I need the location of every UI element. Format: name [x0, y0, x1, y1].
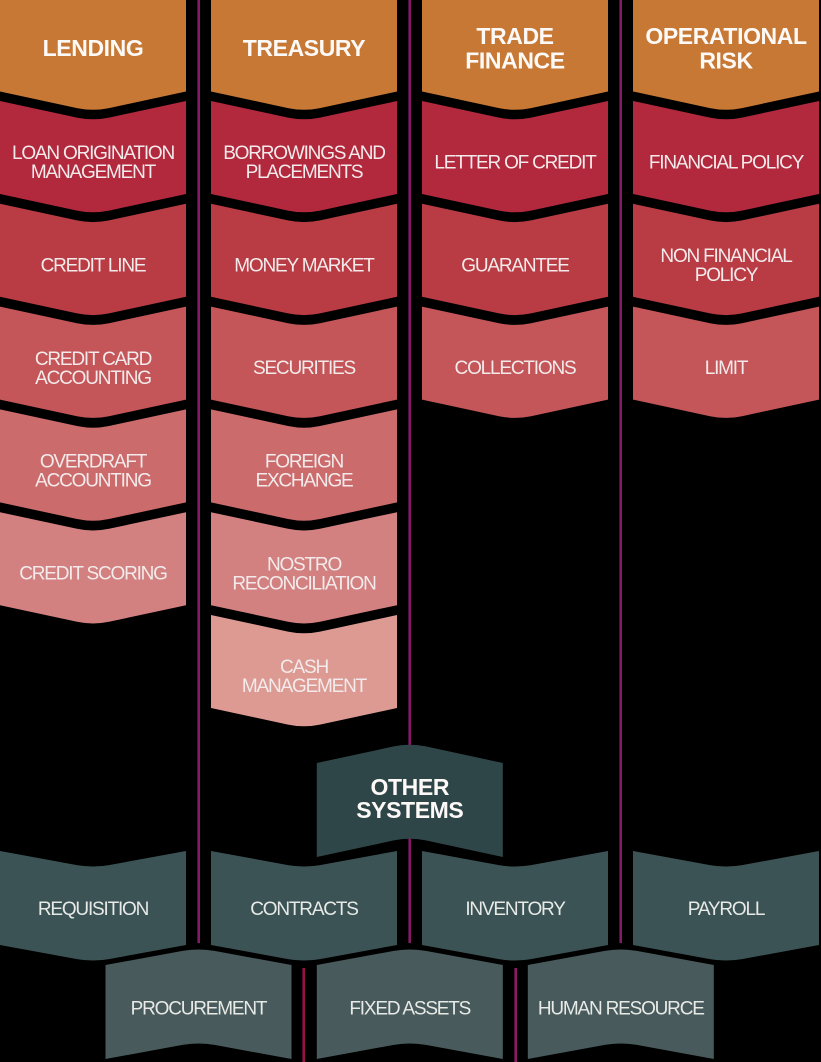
- svg-text:SECURITIES: SECURITIES: [253, 358, 356, 379]
- svg-text:PLACEMENTS: PLACEMENTS: [246, 162, 363, 183]
- svg-text:FINANCIAL POLICY: FINANCIAL POLICY: [649, 153, 805, 174]
- svg-text:FOREIGN: FOREIGN: [265, 452, 344, 473]
- svg-text:ACCOUNTING: ACCOUNTING: [35, 368, 151, 389]
- svg-text:MONEY MARKET: MONEY MARKET: [234, 255, 375, 276]
- svg-text:HUMAN RESOURCE: HUMAN RESOURCE: [538, 999, 704, 1020]
- svg-text:FIXED ASSETS: FIXED ASSETS: [349, 999, 470, 1020]
- svg-text:NOSTRO: NOSTRO: [267, 554, 342, 575]
- svg-text:CREDIT SCORING: CREDIT SCORING: [19, 564, 167, 585]
- svg-text:POLICY: POLICY: [695, 265, 759, 286]
- svg-text:GUARANTEE: GUARANTEE: [461, 255, 569, 276]
- svg-text:LIMIT: LIMIT: [705, 358, 749, 379]
- svg-text:MANAGEMENT: MANAGEMENT: [31, 162, 157, 183]
- svg-text:ACCOUNTING: ACCOUNTING: [35, 471, 151, 492]
- svg-text:INVENTORY: INVENTORY: [465, 899, 566, 920]
- svg-text:MANAGEMENT: MANAGEMENT: [242, 676, 368, 697]
- svg-text:PROCUREMENT: PROCUREMENT: [131, 999, 268, 1020]
- svg-text:RISK: RISK: [699, 48, 753, 74]
- svg-text:REQUISITION: REQUISITION: [38, 899, 149, 920]
- svg-text:LENDING: LENDING: [43, 35, 144, 61]
- svg-text:FINANCE: FINANCE: [465, 48, 564, 74]
- svg-text:SYSTEMS: SYSTEMS: [356, 797, 463, 823]
- svg-text:LOAN ORIGINATION: LOAN ORIGINATION: [12, 143, 175, 164]
- svg-text:OPERATIONAL: OPERATIONAL: [645, 23, 807, 49]
- svg-text:BORROWINGS AND: BORROWINGS AND: [223, 143, 385, 164]
- svg-text:TREASURY: TREASURY: [243, 35, 366, 61]
- svg-text:OTHER: OTHER: [371, 774, 450, 800]
- svg-text:CASH: CASH: [280, 657, 328, 678]
- svg-text:EXCHANGE: EXCHANGE: [255, 471, 353, 492]
- svg-text:CREDIT LINE: CREDIT LINE: [41, 255, 146, 276]
- svg-text:CONTRACTS: CONTRACTS: [250, 899, 358, 920]
- svg-text:TRADE: TRADE: [476, 23, 553, 49]
- svg-text:PAYROLL: PAYROLL: [688, 899, 765, 920]
- svg-text:NON FINANCIAL: NON FINANCIAL: [660, 246, 792, 267]
- svg-text:RECONCILIATION: RECONCILIATION: [232, 573, 376, 594]
- svg-text:CREDIT CARD: CREDIT CARD: [35, 349, 152, 370]
- svg-text:OVERDRAFT: OVERDRAFT: [40, 452, 148, 473]
- svg-text:COLLECTIONS: COLLECTIONS: [455, 358, 576, 379]
- svg-text:LETTER OF CREDIT: LETTER OF CREDIT: [434, 153, 597, 174]
